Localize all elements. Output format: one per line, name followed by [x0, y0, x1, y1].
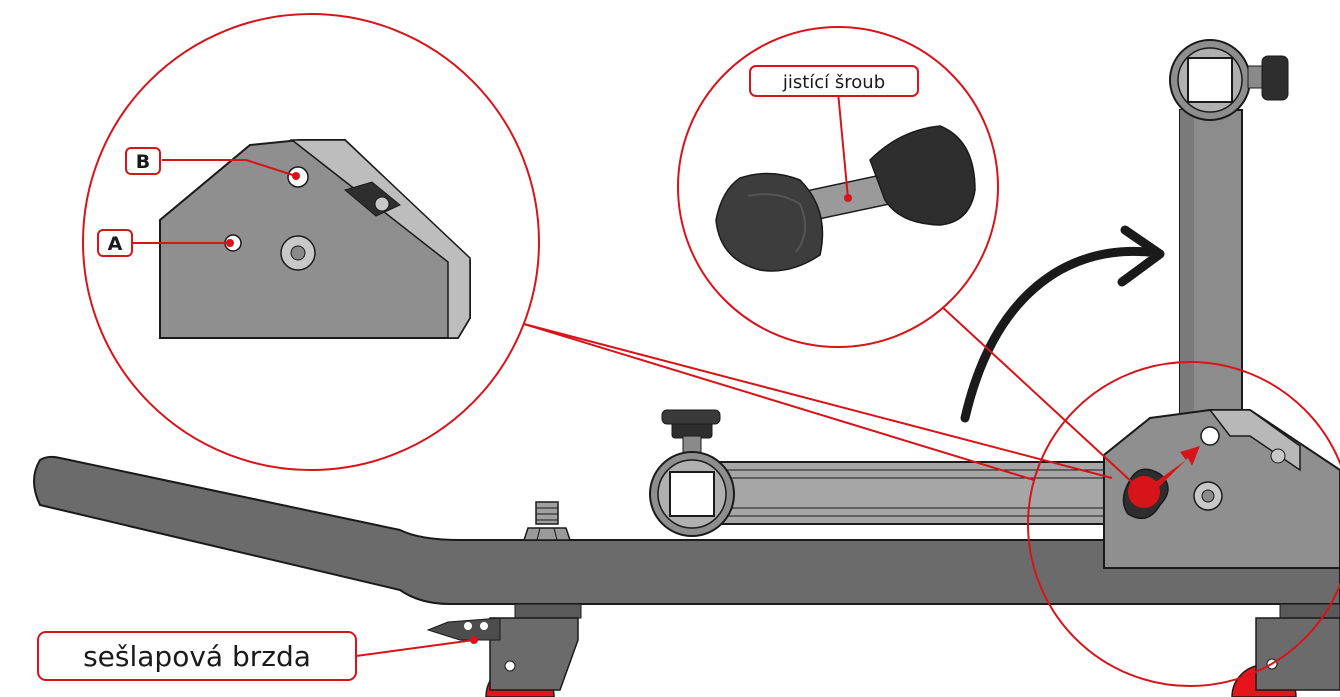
base-beam — [33, 455, 1340, 605]
right-caster — [1231, 603, 1340, 697]
red-arrow-icon — [1150, 446, 1200, 492]
foot-brake-callout: sešlapová brzda — [37, 631, 478, 681]
left-caster — [426, 603, 582, 697]
base-bolt — [522, 501, 572, 541]
arm-clamp — [649, 409, 735, 537]
rotation-arrow-icon — [960, 225, 1165, 423]
label-b: B — [136, 151, 150, 173]
label-a: A — [108, 233, 123, 255]
detail-circle-knob — [1027, 361, 1340, 687]
hinge-block — [1103, 409, 1340, 569]
label-locking-screw: jistící šroub — [782, 72, 885, 93]
detail-circle-screw: jistící šroub — [677, 26, 999, 348]
detail-circle-hinge: B A — [82, 13, 540, 471]
label-foot-brake: sešlapová brzda — [83, 640, 311, 673]
horizontal-arm — [699, 461, 1121, 525]
